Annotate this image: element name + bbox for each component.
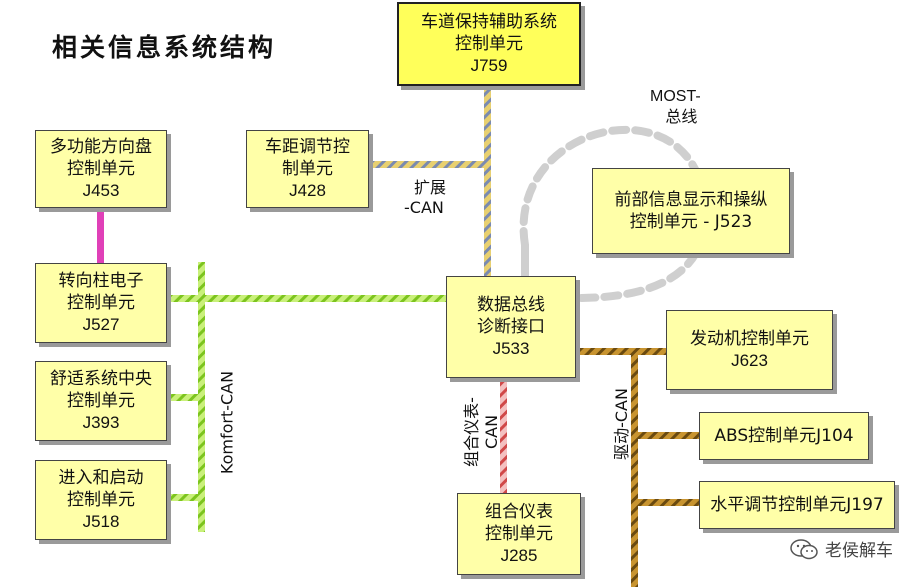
j759-line2: 控制单元 xyxy=(455,34,523,54)
instrument-can-line xyxy=(500,378,507,493)
engine-control-unit-j623: 发动机控制单元 J623 xyxy=(666,310,833,390)
j518-code: J518 xyxy=(82,512,120,531)
drive-can-j197-branch xyxy=(631,499,699,506)
komfort-can-j518-branch xyxy=(166,494,202,501)
drive-can-j533-branch xyxy=(576,348,666,355)
watermark: 老侯解车 xyxy=(789,536,893,561)
steering-column-control-unit-j527: 转向柱电子 控制单元 J527 xyxy=(35,263,167,343)
j518-line1: 进入和启动 xyxy=(58,468,144,488)
j285-code: J285 xyxy=(500,546,538,565)
drive-can-vertical xyxy=(631,348,638,587)
j428-code: J428 xyxy=(289,181,326,200)
j623-line1: 发动机控制单元 xyxy=(690,329,809,349)
j453-code: J453 xyxy=(82,181,120,200)
komfort-can-j393-branch xyxy=(166,394,202,401)
data-bus-diagnostic-interface-j533: 数据总线 诊断接口 J533 xyxy=(446,276,576,378)
j527-line2: 控制单元 xyxy=(67,293,135,313)
j533-line2: 诊断接口 xyxy=(477,317,545,337)
j518-line2: 控制单元 xyxy=(67,490,135,510)
j759-line1: 车道保持辅助系统 xyxy=(421,12,557,32)
j393-code: J393 xyxy=(82,413,120,432)
extended-label-line2: -CAN xyxy=(404,198,444,217)
komfort-can-j527-branch xyxy=(166,295,448,302)
j523-line1: 前部信息显示和操纵 xyxy=(614,190,768,210)
comfort-system-central-unit-j393: 舒适系统中央 控制单元 J393 xyxy=(35,361,167,441)
level-control-unit-j197: 水平调节控制单元J197 xyxy=(699,481,895,529)
j453-line1: 多功能方向盘 xyxy=(50,137,152,157)
most-label-line1: MOST- xyxy=(650,88,701,105)
j285-line1: 组合仪表 xyxy=(485,502,553,522)
komfort-can-label: Komfort-CAN xyxy=(217,370,237,475)
j104-line1: ABS控制单元J104 xyxy=(714,426,854,446)
wechat-icon xyxy=(790,538,818,559)
j759-code: J759 xyxy=(470,56,508,75)
j393-line2: 控制单元 xyxy=(67,391,135,411)
j428-line2: 制单元 xyxy=(282,159,333,179)
extended-can-label: 扩展 -CAN xyxy=(404,178,446,218)
front-info-display-control-unit-j523: 前部信息显示和操纵 控制单元 - J523 xyxy=(592,168,790,254)
j533-line1: 数据总线 xyxy=(477,295,545,315)
j453-line2: 控制单元 xyxy=(67,159,135,179)
j523-line2: 控制单元 - J523 xyxy=(629,212,753,232)
entry-start-control-unit-j518: 进入和启动 控制单元 J518 xyxy=(35,460,167,540)
instrument-can-label: 组合仪表- CAN xyxy=(462,382,502,482)
j533-code: J533 xyxy=(492,339,530,358)
extended-can-vertical xyxy=(484,86,491,278)
instrument-label-line2: CAN xyxy=(482,414,501,450)
extended-label-line1: 扩展 xyxy=(414,178,447,197)
distance-control-unit-j428: 车距调节控 制单元 J428 xyxy=(246,130,369,208)
most-bus-label: MOST- 总线 xyxy=(650,86,701,128)
most-label-line2: 总线 xyxy=(665,109,698,126)
lane-keeping-control-unit-j759: 车道保持辅助系统 控制单元 J759 xyxy=(397,2,581,86)
j453-j527-link xyxy=(97,208,104,263)
j197-line1: 水平调节控制单元J197 xyxy=(710,495,884,515)
abs-control-unit-j104: ABS控制单元J104 xyxy=(699,412,869,460)
j623-code: J623 xyxy=(731,351,768,370)
j393-line1: 舒适系统中央 xyxy=(50,369,152,389)
j285-line2: 控制单元 xyxy=(485,524,553,544)
drive-can-label: 驱动-CAN xyxy=(612,388,631,460)
drive-can-j104-branch xyxy=(631,432,699,439)
extended-can-horizontal xyxy=(369,161,487,168)
j428-line1: 车距调节控 xyxy=(265,137,350,157)
j527-code: J527 xyxy=(82,315,120,334)
instrument-label-line1: 组合仪表- xyxy=(462,397,481,467)
watermark-text: 老侯解车 xyxy=(825,541,893,561)
diagram-title: 相关信息系统结构 xyxy=(52,33,277,62)
j527-line1: 转向柱电子 xyxy=(58,271,144,291)
instrument-cluster-control-unit-j285: 组合仪表 控制单元 J285 xyxy=(457,493,581,575)
multifunction-steering-wheel-unit-j453: 多功能方向盘 控制单元 J453 xyxy=(35,130,167,208)
